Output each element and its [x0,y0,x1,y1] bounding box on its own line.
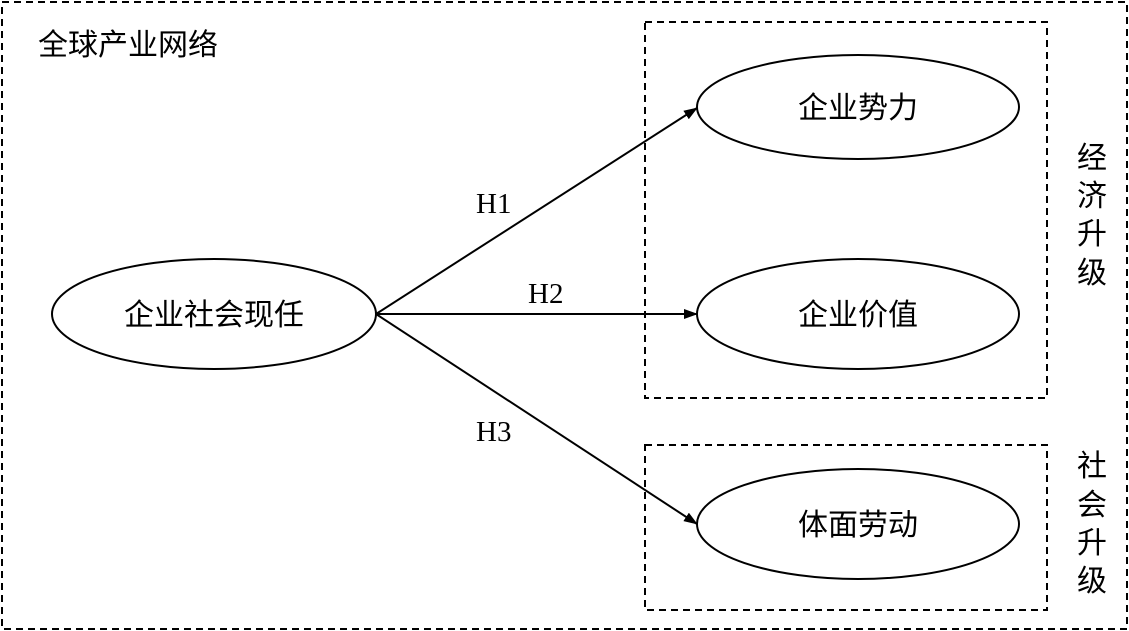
svg-text:社: 社 [1077,449,1107,484]
node-enterprise-value-label: 企业价值 [798,298,918,333]
node-enterprise-power-label: 企业势力 [798,91,918,126]
node-csr: 企业社会现任 [51,258,377,370]
edge-h1-arrow [375,107,698,315]
edge-h3-label: H3 [476,416,511,448]
edge-h3-arrow [375,313,698,525]
economic-upgrade-label: 经 济 升 级 [1077,141,1107,291]
node-csr-label: 企业社会现任 [124,298,304,333]
edge-h1-label: H1 [476,188,511,220]
node-decent-work: 体面劳动 [696,468,1020,580]
edge-h2-label: H2 [528,278,563,310]
svg-text:经: 经 [1077,141,1107,176]
social-upgrade-box [644,444,1048,611]
node-enterprise-power: 企业势力 [696,54,1020,160]
svg-text:升: 升 [1077,217,1107,252]
node-enterprise-value: 企业价值 [696,258,1020,370]
svg-text:级: 级 [1077,256,1107,291]
svg-text:级: 级 [1077,564,1107,599]
social-upgrade-label: 社 会 升 级 [1077,449,1107,599]
svg-text:升: 升 [1077,526,1107,561]
node-decent-work-label: 体面劳动 [798,508,918,543]
frame-title: 全球产业网络 [38,28,218,63]
svg-text:会: 会 [1077,488,1107,523]
svg-text:济: 济 [1077,179,1107,214]
economic-upgrade-box [644,21,1048,399]
